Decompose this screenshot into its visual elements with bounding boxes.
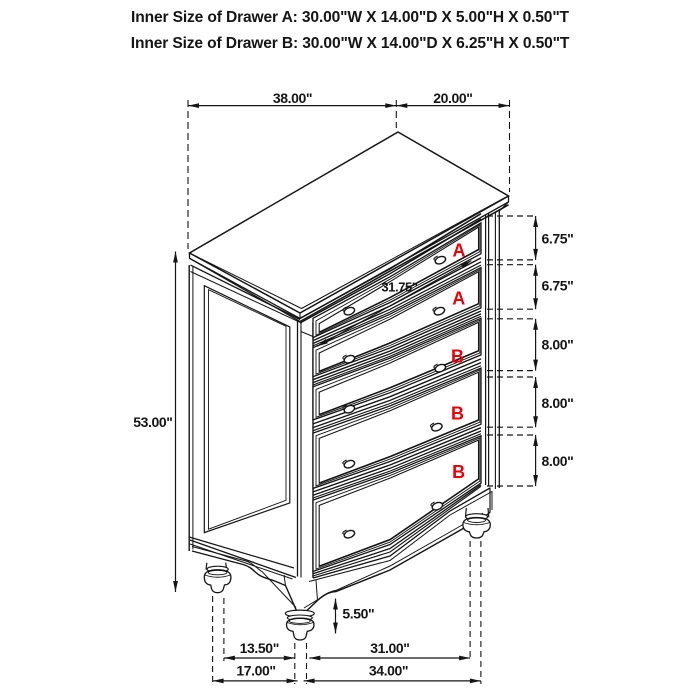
svg-text:8.00": 8.00" — [542, 453, 574, 469]
svg-text:B: B — [452, 462, 465, 482]
svg-text:38.00": 38.00" — [273, 90, 312, 106]
svg-text:53.00": 53.00" — [133, 414, 172, 430]
svg-text:17.00": 17.00" — [236, 663, 275, 679]
svg-text:34.00": 34.00" — [369, 663, 408, 679]
svg-text:A: A — [452, 289, 465, 309]
svg-text:A: A — [453, 241, 466, 261]
svg-text:31.00": 31.00" — [370, 640, 409, 656]
svg-text:8.00": 8.00" — [542, 337, 574, 353]
svg-text:8.00": 8.00" — [542, 395, 574, 411]
svg-text:6.75": 6.75" — [542, 230, 574, 246]
svg-text:20.00": 20.00" — [433, 90, 472, 106]
svg-text:Inner Size of Drawer B: 30.00": Inner Size of Drawer B: 30.00"W X 14.00"… — [131, 35, 570, 52]
svg-text:6.75": 6.75" — [542, 278, 574, 294]
svg-text:B: B — [451, 404, 464, 424]
svg-text:Inner Size of Drawer A: 30.00": Inner Size of Drawer A: 30.00"W X 14.00"… — [131, 9, 570, 26]
svg-text:B: B — [451, 347, 464, 367]
svg-text:31.75": 31.75" — [381, 280, 418, 295]
svg-text:5.50": 5.50" — [342, 606, 374, 622]
svg-text:13.50": 13.50" — [240, 640, 279, 656]
